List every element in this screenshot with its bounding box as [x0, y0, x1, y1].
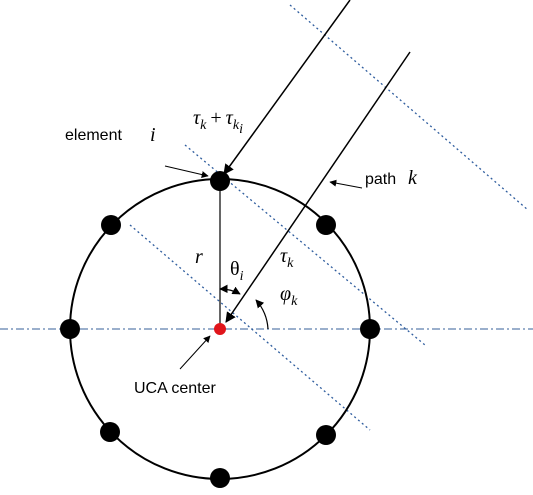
wavefront-line-top: [289, 4, 529, 211]
phi-label: φk: [280, 283, 298, 309]
radius-label: r: [195, 246, 203, 268]
tau-label: τk: [280, 245, 294, 271]
element-index-label: i: [150, 124, 156, 146]
wavefront-line-center: [129, 224, 371, 431]
element-pointer-arrow: [164, 165, 209, 178]
uca-center-dot: [214, 323, 226, 335]
element-dot: [210, 468, 230, 488]
element-dot: [316, 215, 336, 235]
element-dot: [316, 425, 336, 445]
element-dot: [100, 422, 120, 442]
array-elements: [60, 171, 380, 488]
path-index-label: k: [408, 167, 418, 189]
theta-label: θi: [230, 258, 244, 284]
element-dot: [101, 215, 121, 235]
center-pointer-arrow: [179, 335, 211, 370]
path-arrow-element: [223, 0, 351, 175]
uca-center-label: UCA center: [134, 380, 216, 397]
element-label: element: [65, 127, 122, 144]
path-pointer-arrow: [329, 179, 363, 189]
theta-arc: [219, 284, 241, 295]
phi-arc: [255, 299, 269, 330]
path-label: path: [365, 171, 396, 188]
delay-label: τk+τki: [193, 107, 243, 137]
element-dot: [360, 319, 380, 339]
element-dot: [210, 171, 230, 191]
wavefront-line-element: [184, 144, 426, 346]
path-arrow-center: [225, 51, 411, 323]
element-dot: [60, 319, 80, 339]
